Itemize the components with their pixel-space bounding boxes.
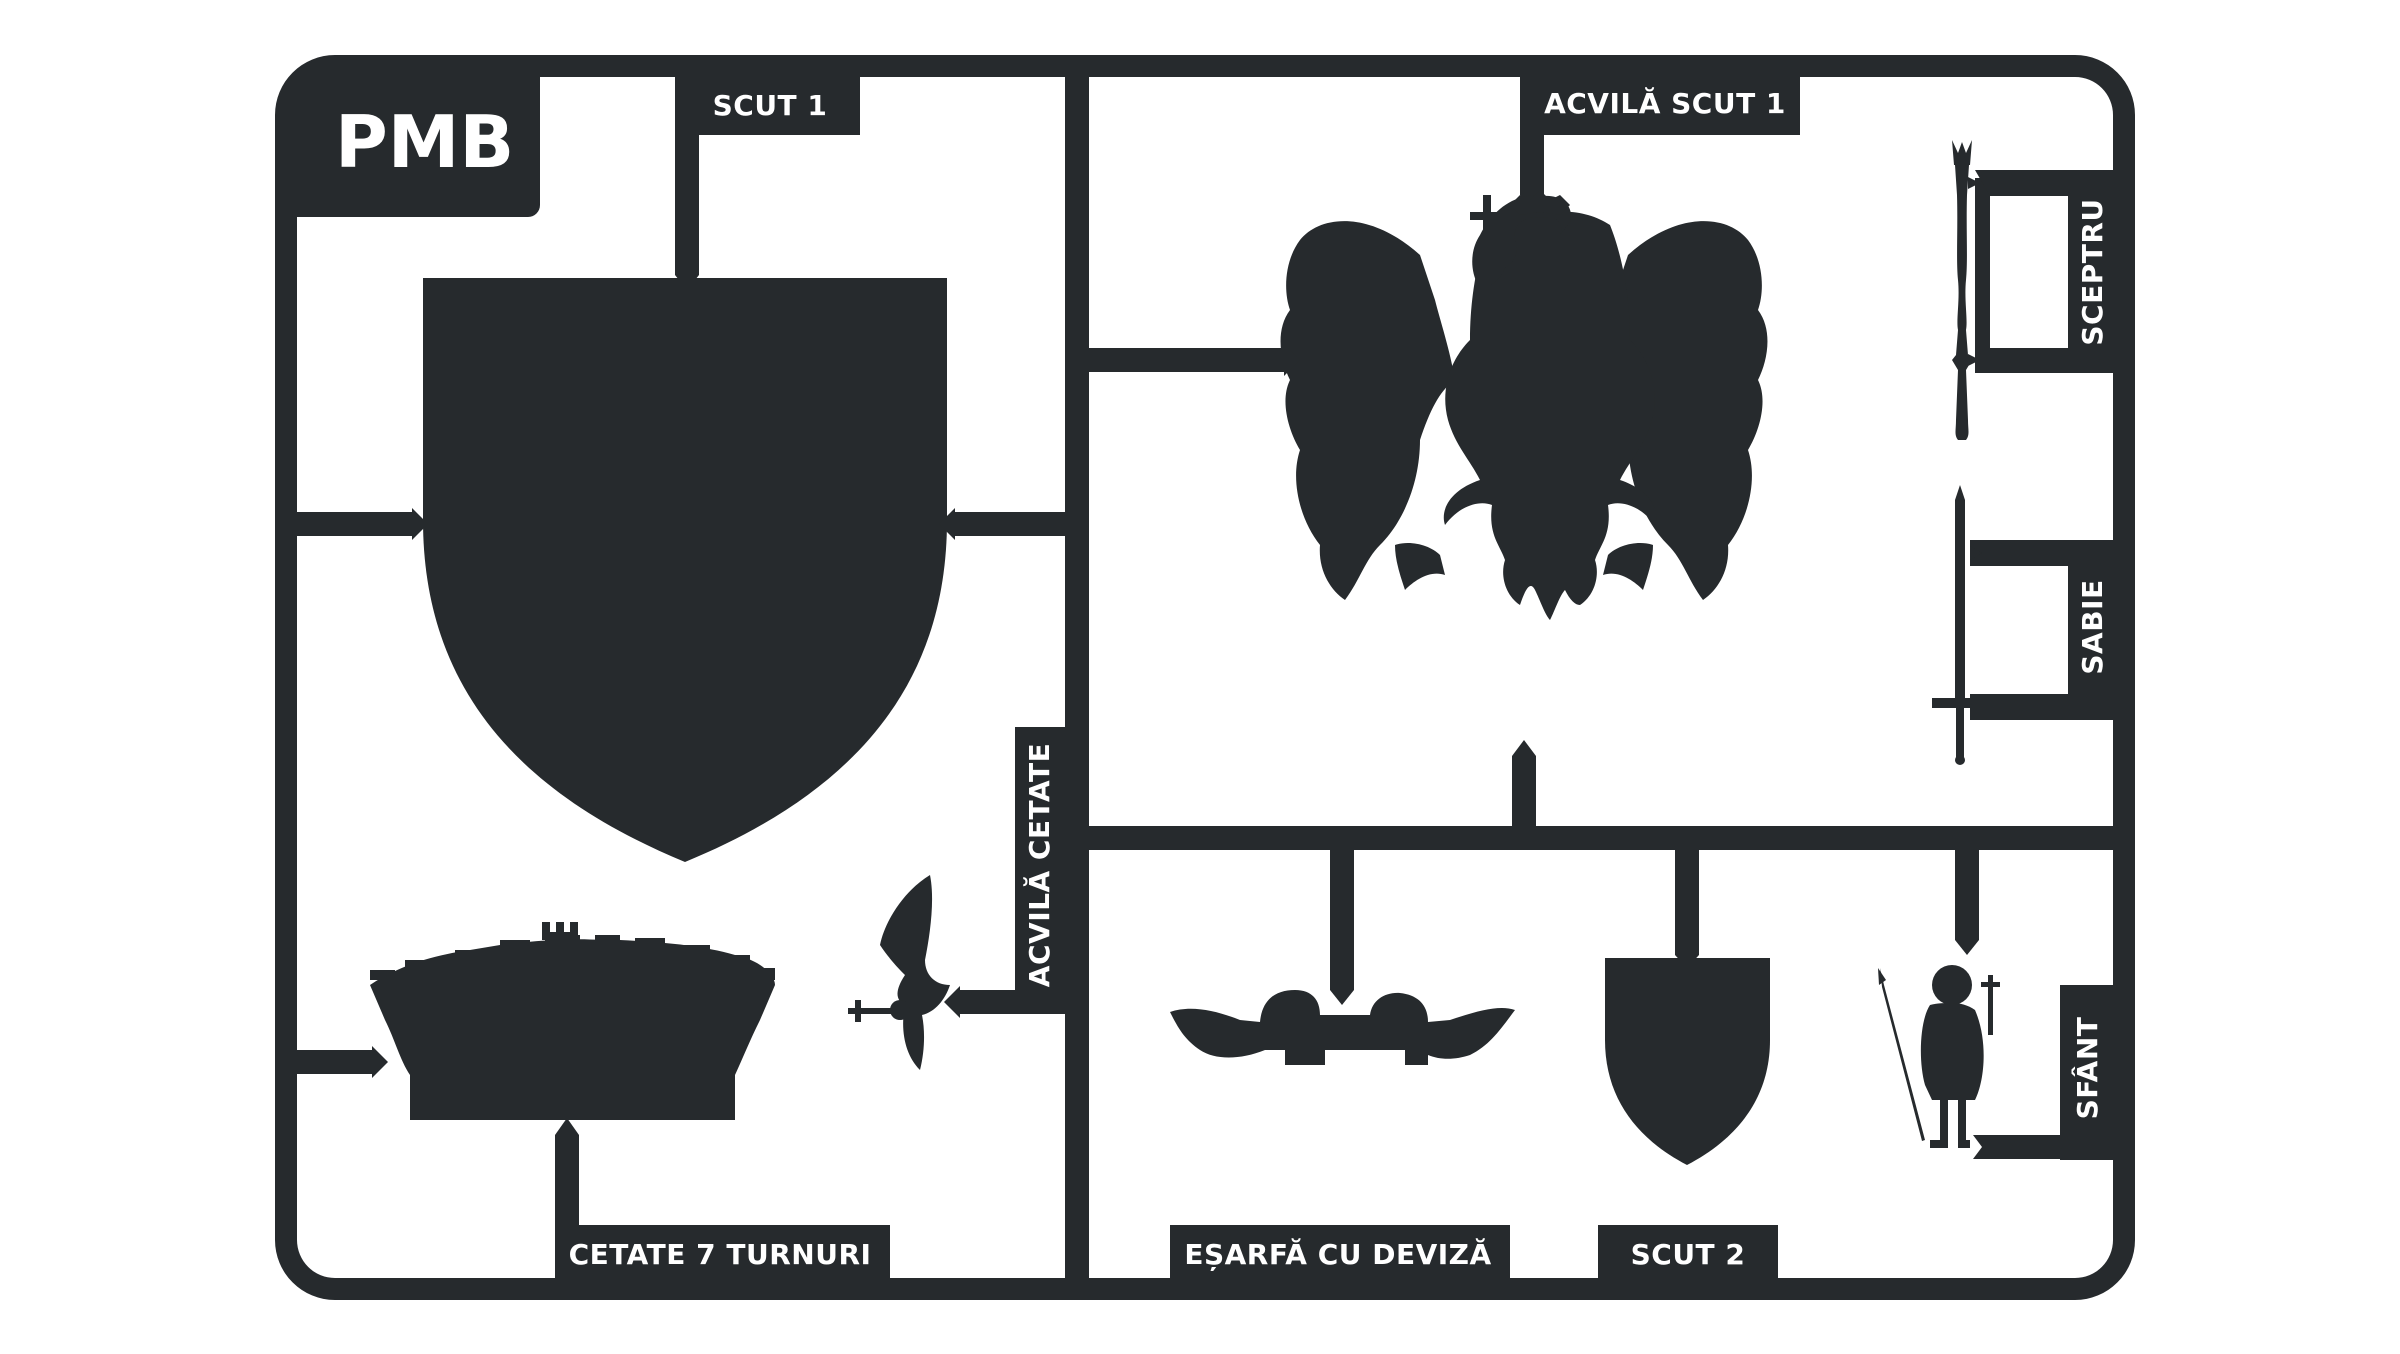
logo-block xyxy=(297,75,540,217)
small-eagle-icon xyxy=(848,875,950,1070)
tab-esarfa-cu-deviza xyxy=(1170,1225,1510,1280)
tab-scut1 xyxy=(675,75,860,135)
divider-vertical xyxy=(1065,75,1089,1280)
label-sfant: SFÂNT xyxy=(2071,1016,2104,1120)
shield-icon xyxy=(423,278,947,862)
scepter-icon xyxy=(1952,140,1972,440)
banner-scarf-icon xyxy=(1170,990,1515,1065)
label-sceptru: SCEPTRU xyxy=(2076,198,2109,346)
label-acvila-scut1: ACVILĂ SCUT 1 xyxy=(1544,87,1786,120)
label-esarfa-cu-deviza: EȘARFĂ CU DEVIZĂ xyxy=(1184,1238,1492,1271)
logo-pmb: PMB xyxy=(335,100,515,184)
label-sabie: SABIE xyxy=(2076,579,2109,675)
saint-icon xyxy=(1878,965,2000,1148)
label-scut2: SCUT 2 xyxy=(1630,1238,1746,1271)
tab-sfant xyxy=(2060,985,2115,1160)
tab-scut2 xyxy=(1598,1225,1778,1280)
sword-icon xyxy=(1932,485,1988,765)
tab-acvila-cetate xyxy=(1015,727,1065,1002)
divider-horizontal xyxy=(1089,826,2115,850)
small-shield-icon xyxy=(1605,958,1770,1165)
tab-sabie xyxy=(1970,540,2068,566)
label-acvila-cetate: ACVILĂ CETATE xyxy=(1023,742,1056,988)
fortress-icon xyxy=(370,922,775,1120)
tab-acvila-scut1 xyxy=(1520,75,1800,135)
eagle-icon xyxy=(1280,190,1768,620)
tab-cetate-7-turnuri xyxy=(555,1225,890,1280)
label-scut1: SCUT 1 xyxy=(712,89,828,122)
label-cetate-7-turnuri: CETATE 7 TURNURI xyxy=(568,1238,872,1271)
